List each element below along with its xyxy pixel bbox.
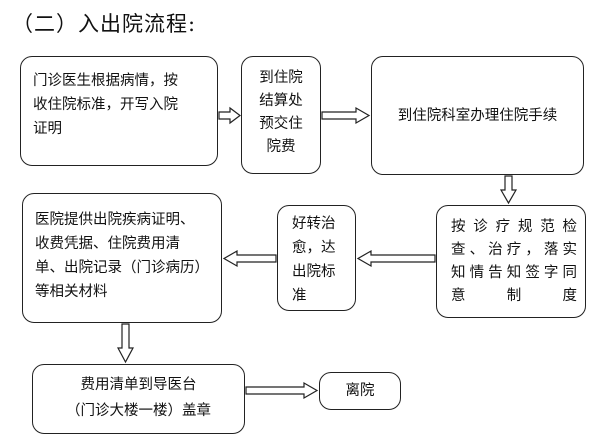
step-text-line: 收费凭据、住院费用清 bbox=[35, 236, 180, 252]
arrow-right-icon bbox=[218, 106, 241, 125]
step-text-line: 查、治疗，落实 bbox=[451, 242, 577, 258]
step-text-line: 门诊医生根据病情，按 bbox=[33, 73, 178, 89]
step-text-line: 到住院科室办理住院手续 bbox=[397, 107, 558, 124]
step-text-line: 单、出院记录（门诊病历） bbox=[35, 260, 209, 276]
step-text-line: 结算处 bbox=[259, 93, 303, 109]
step-text-line: 出院标 bbox=[292, 264, 336, 280]
arrow-left-icon bbox=[356, 249, 436, 268]
step-treatment-and-consent: 按诊疗规范检 查、治疗，落实 知情告知签字同 意制度 bbox=[436, 205, 586, 318]
step-prepay-hospital-fee: 到住院 结算处 预交住 院费 bbox=[241, 56, 321, 174]
step-text-line: 医院提供出院疾病证明、 bbox=[35, 212, 195, 228]
step-hospital-provides-documents: 医院提供出院疾病证明、 收费凭据、住院费用清 单、出院记录（门诊病历） 等相关材… bbox=[22, 193, 222, 323]
step-leave-hospital: 离院 bbox=[319, 372, 401, 410]
step-text-line: 院费 bbox=[266, 139, 296, 155]
arrow-left-icon bbox=[222, 249, 277, 268]
step-text-line: 准 bbox=[292, 288, 307, 304]
step-stamp-at-guide-desk: 费用清单到导医台 （门诊大楼一楼）盖章 bbox=[32, 364, 245, 434]
step-text-line: 费用清单到导医台 bbox=[80, 377, 197, 393]
step-text-line: 预交住 bbox=[259, 116, 303, 132]
arrow-down-icon bbox=[499, 175, 518, 205]
step-text-line: （门诊大楼一楼）盖章 bbox=[66, 403, 211, 419]
arrow-down-icon bbox=[116, 323, 135, 364]
step-text-line: 好转治 bbox=[292, 216, 336, 232]
step-text-line: 收住院标准，开写入院 bbox=[33, 97, 178, 113]
arrow-right-icon bbox=[245, 381, 319, 400]
step-text-line: 知情告知签字同 bbox=[451, 265, 577, 281]
page-title: （二）入出院流程: bbox=[12, 12, 197, 36]
step-admission-procedures: 到住院科室办理住院手续 bbox=[371, 56, 584, 175]
step-text-line: 按诊疗规范检 bbox=[451, 219, 577, 235]
arrow-right-icon bbox=[321, 106, 371, 125]
step-text-line: 意制度 bbox=[451, 288, 577, 304]
step-text-line: 离院 bbox=[345, 383, 375, 399]
step-text-line: 等相关材料 bbox=[35, 284, 108, 300]
step-text-line: 证明 bbox=[33, 121, 62, 137]
step-issue-admission-certificate: 门诊医生根据病情，按 收住院标准，开写入院 证明 bbox=[20, 56, 218, 166]
step-text-line: 到住院 bbox=[259, 70, 303, 86]
step-text-line: 愈，达 bbox=[292, 240, 336, 256]
step-discharge-criteria-met: 好转治 愈，达 出院标 准 bbox=[277, 205, 356, 311]
